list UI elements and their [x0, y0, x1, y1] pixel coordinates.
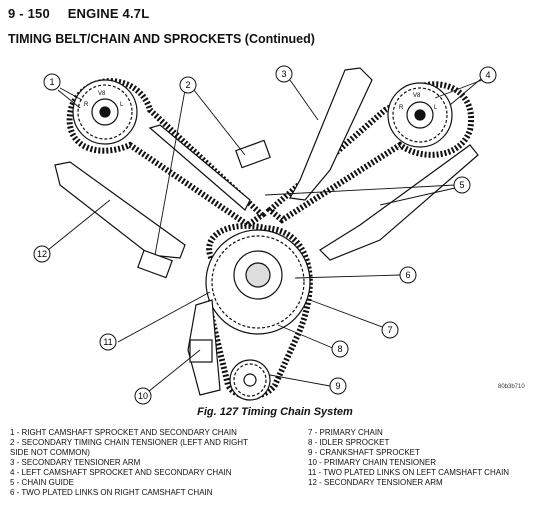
secondary-tensioner-right: [235, 139, 271, 169]
left-sprocket-mark-r: R: [84, 102, 89, 108]
callout-10-label: 10: [138, 391, 148, 401]
callout-5: 5: [453, 176, 471, 194]
callout-12: 12: [33, 245, 51, 263]
right-chain-guide: [319, 144, 479, 261]
callout-1-label: 1: [49, 77, 54, 87]
right-sprocket-mark-r: R: [399, 105, 404, 111]
page-header: 9 - 150 ENGINE 4.7L: [8, 6, 149, 21]
figure-code: 80b3b710: [498, 384, 525, 390]
callout-2: 2: [179, 76, 197, 94]
callout-12-label: 12: [37, 249, 47, 259]
callout-7: 7: [381, 321, 399, 339]
callout-9: 9: [329, 377, 347, 395]
page-number: 9 - 150: [8, 6, 50, 21]
right-sprocket-mark-l: L: [434, 105, 438, 111]
callout-6-label: 6: [405, 270, 410, 280]
legend-item: 11 - TWO PLATED LINKS ON LEFT CAMSHAFT C…: [308, 468, 510, 477]
legend-right: 7 - PRIMARY CHAIN 8 - IDLER SPROCKET 9 -…: [308, 428, 509, 488]
callout-11-label: 11: [103, 337, 112, 347]
callout-7-label: 7: [387, 325, 392, 335]
callout-11: 11: [99, 333, 117, 351]
callout-8-label: 8: [337, 344, 342, 354]
section-title: TIMING BELT/CHAIN AND SPROCKETS (Continu…: [8, 32, 315, 46]
legend-item: 5 - CHAIN GUIDE: [10, 478, 75, 487]
legend-item: 1 - RIGHT CAMSHAFT SPROCKET AND SECONDAR…: [10, 428, 237, 437]
legend-item: 6 - TWO PLATED LINKS ON RIGHT CAMSHAFT C…: [10, 488, 213, 497]
callout-3: 3: [275, 65, 293, 83]
right-secondary-chain: [265, 81, 475, 224]
legend-item: 2 - SECONDARY TIMING CHAIN TENSIONER (LE…: [10, 438, 248, 447]
legend-item: 4 - LEFT CAMSHAFT SPROCKET AND SECONDARY…: [10, 468, 232, 477]
idler-sprocket: [205, 229, 311, 335]
legend-item: SIDE NOT COMMON): [10, 448, 90, 457]
right-sprocket-mark-v8: V8: [413, 93, 421, 99]
callout-6: 6: [399, 266, 417, 284]
callout-4: 4: [479, 66, 497, 84]
legend-item: 7 - PRIMARY CHAIN: [308, 428, 383, 437]
right-camshaft-sprocket: [387, 82, 453, 148]
legend-item: 9 - CRANKSHAFT SPROCKET: [308, 448, 420, 457]
callout-10: 10: [134, 387, 152, 405]
left-secondary-tensioner-arm: [54, 161, 186, 259]
callout-9-label: 9: [335, 381, 340, 391]
callout-8: 8: [331, 340, 349, 358]
left-sprocket-mark-l: L: [120, 102, 124, 108]
left-camshaft-sprocket: [72, 79, 138, 145]
left-chain-guide: [148, 124, 251, 211]
legend-item: 10 - PRIMARY CHAIN TENSIONER: [308, 458, 437, 467]
legend-item: 3 - SECONDARY TENSIONER ARM: [10, 458, 141, 467]
callout-2-label: 2: [185, 80, 190, 90]
callout-5-label: 5: [459, 180, 464, 190]
secondary-tensioner-left: [137, 249, 173, 279]
legend-left: 1 - RIGHT CAMSHAFT SPROCKET AND SECONDAR…: [10, 428, 248, 498]
primary-tensioner-body: [189, 339, 213, 363]
timing-chain-diagram: V8 R L V8 R L: [33, 65, 497, 405]
callout-3-label: 3: [281, 69, 286, 79]
crankshaft-sprocket: [229, 359, 271, 401]
right-secondary-tensioner-arm: [289, 67, 373, 201]
callout-1: 1: [43, 73, 61, 91]
callout-4-label: 4: [485, 70, 490, 80]
left-secondary-chain: [66, 78, 267, 229]
legend-item: 12 - SECONDARY TENSIONER ARM: [308, 478, 443, 487]
figure-caption: Fig. 127 Timing Chain System: [197, 406, 353, 418]
legend-item: 8 - IDLER SPROCKET: [308, 438, 390, 447]
left-sprocket-mark-v8: V8: [98, 91, 106, 97]
engine-label: ENGINE 4.7L: [67, 6, 150, 21]
